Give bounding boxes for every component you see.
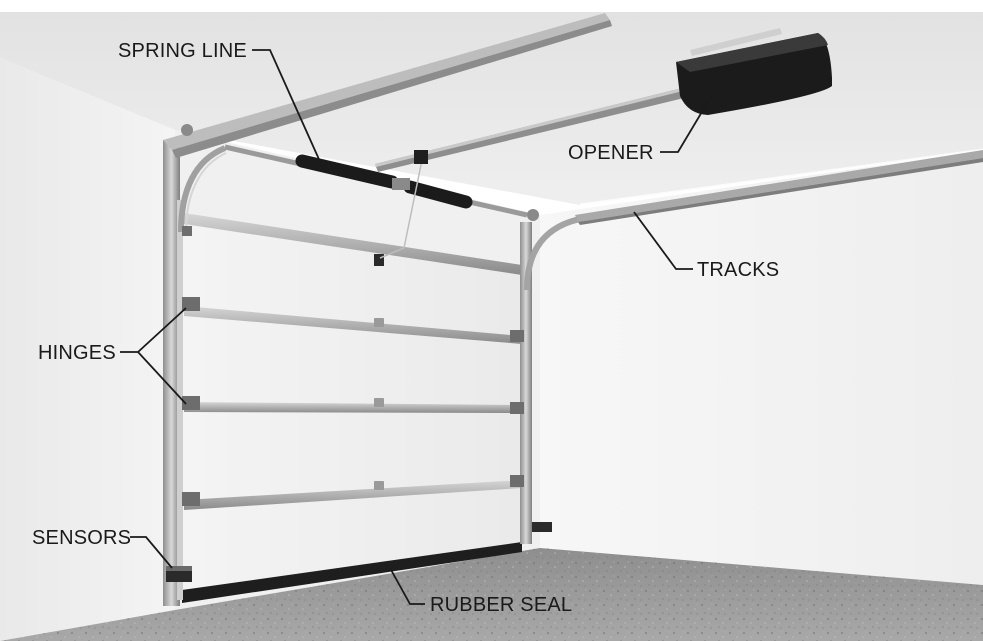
hinge <box>182 226 192 236</box>
rubber-seal <box>182 542 522 603</box>
rubber-seal-label: RUBBER SEAL <box>430 594 572 616</box>
ceiling-edge <box>579 148 983 207</box>
tracks-leader <box>633 211 693 270</box>
left-wall <box>0 58 175 641</box>
right-wall <box>540 150 983 585</box>
floor-texture <box>0 548 983 641</box>
hinge <box>510 402 524 414</box>
door-handles <box>374 318 384 490</box>
hinges <box>182 226 524 506</box>
spring-right <box>403 180 473 209</box>
trolley <box>414 150 428 164</box>
opener-assembly <box>375 28 832 172</box>
hinge <box>182 492 200 506</box>
rubber-seal-leader <box>389 567 425 605</box>
labels: SPRING LINE OPENER TRACKS HINGES SENSORS… <box>32 40 779 616</box>
right-horizontal-track <box>575 150 983 222</box>
release-cord <box>379 159 423 259</box>
opener-label: OPENER <box>568 142 654 164</box>
garage-door <box>182 213 522 603</box>
spring-assembly <box>224 144 528 259</box>
sensors-label: SENSORS <box>32 527 131 549</box>
spring-left <box>295 154 399 189</box>
hinges-label: HINGES <box>38 342 116 364</box>
left-track-curve <box>178 145 227 233</box>
right-post <box>520 222 532 544</box>
hinge <box>182 396 200 410</box>
left-header-beam <box>163 13 610 150</box>
lock-bracket <box>374 254 384 266</box>
spring-line-leader <box>252 49 323 167</box>
leader-lines <box>120 49 713 605</box>
tracks <box>163 13 983 606</box>
opener-unit <box>676 33 832 115</box>
hinge <box>510 330 524 342</box>
hinge <box>182 297 200 311</box>
left-post <box>163 140 180 606</box>
opener-leader <box>660 94 713 153</box>
hinge <box>510 475 524 487</box>
tracks-label: TRACKS <box>697 259 779 281</box>
sensors-leader <box>130 536 173 569</box>
spring-line-label: SPRING LINE <box>118 40 247 62</box>
door-struts <box>184 213 522 510</box>
right-track-curve <box>524 215 586 291</box>
hinges-leader <box>120 307 187 405</box>
